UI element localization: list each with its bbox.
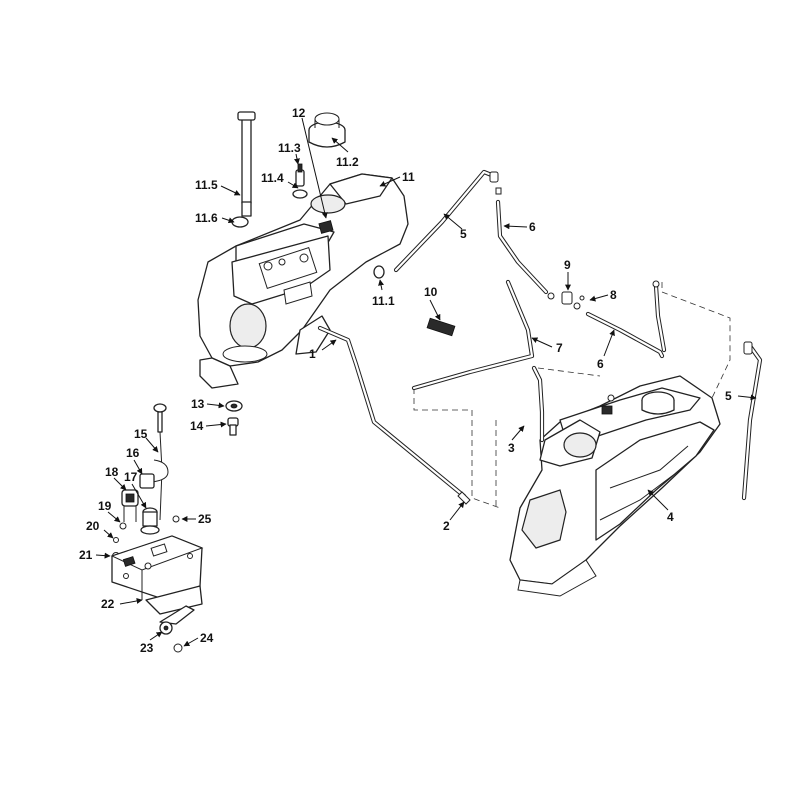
callout-6b: 6 xyxy=(597,357,604,371)
callout-1: 1 xyxy=(309,347,316,361)
left-fuel-tank xyxy=(197,173,409,389)
connection-guides xyxy=(413,282,731,509)
callout-22: 22 xyxy=(101,597,115,611)
callout-10: 10 xyxy=(424,285,438,299)
right-tank-decal xyxy=(601,405,613,415)
lock-nut xyxy=(173,643,183,653)
callout-21: 21 xyxy=(79,548,93,562)
callout-11-1: 11.1 xyxy=(372,294,395,308)
callout-2: 2 xyxy=(443,519,450,533)
callout-11-6: 11.6 xyxy=(195,211,218,225)
callout-9: 9 xyxy=(564,258,571,272)
fuel-tube-6-left xyxy=(495,199,549,295)
callout-4: 4 xyxy=(667,510,674,524)
choke-cable xyxy=(151,403,169,521)
gauge-grommet xyxy=(231,216,249,228)
callout-5a: 5 xyxy=(460,227,467,241)
fuel-tube-7 xyxy=(411,279,535,391)
warning-decal xyxy=(426,317,456,337)
key-switch xyxy=(140,507,160,535)
callout-17: 17 xyxy=(124,470,138,484)
callout-24: 24 xyxy=(200,631,214,645)
screw-19 xyxy=(119,522,127,530)
right-fuel-tank xyxy=(509,375,721,597)
right-tank-fitting xyxy=(607,394,615,402)
tank-clip xyxy=(373,265,385,279)
callout-15: 15 xyxy=(134,427,148,441)
fuel-tube-3 xyxy=(531,365,545,443)
fuel-tube-6-right xyxy=(585,311,665,359)
callout-11-4: 11.4 xyxy=(261,171,284,185)
fuel-tube-5-left xyxy=(393,169,497,273)
callout-11: 11 xyxy=(402,170,415,184)
leader-lines xyxy=(95,117,757,647)
callout-12: 12 xyxy=(292,106,306,120)
rocker-switch xyxy=(121,489,139,522)
vent-fitting xyxy=(295,163,305,187)
callout-20: 20 xyxy=(86,519,100,533)
callout-3: 3 xyxy=(508,441,515,455)
callout-7: 7 xyxy=(556,341,563,355)
callout-13: 13 xyxy=(191,397,205,411)
fuel-gauge-rod xyxy=(237,111,256,217)
callout-23: 23 xyxy=(140,641,154,655)
callout-14: 14 xyxy=(190,419,204,433)
callout-5b: 5 xyxy=(725,389,732,403)
control-panel xyxy=(110,535,204,615)
fuel-cap-right xyxy=(641,391,675,415)
callout-25: 25 xyxy=(198,512,212,526)
fuel-label-decal xyxy=(318,220,334,234)
callout-11-5: 11.5 xyxy=(195,178,218,192)
fitting-grommet xyxy=(292,189,308,199)
callout-16: 16 xyxy=(126,446,140,460)
screw-25 xyxy=(172,515,180,523)
switch-cover xyxy=(139,473,155,489)
callout-11-3: 11.3 xyxy=(278,141,301,155)
fuel-tube-1 xyxy=(317,325,467,499)
fuel-cap-left xyxy=(308,112,346,148)
fuel-tube-5-right xyxy=(741,343,763,501)
callout-6a: 6 xyxy=(529,220,536,234)
fuel-tube-8 xyxy=(653,283,667,353)
callout-11-2: 11.2 xyxy=(336,155,359,169)
callout-8: 8 xyxy=(610,288,617,302)
washer-hole xyxy=(230,403,238,409)
throttle-lever xyxy=(159,605,195,635)
tube-fittings xyxy=(457,171,753,505)
callout-labels: 12 11.3 11.2 11.5 11.4 11 11.6 5 6 9 10 … xyxy=(79,106,732,655)
shoulder-bolt xyxy=(227,417,239,436)
callout-18: 18 xyxy=(105,465,119,479)
callout-19: 19 xyxy=(98,499,112,513)
screw-20 xyxy=(113,537,119,543)
